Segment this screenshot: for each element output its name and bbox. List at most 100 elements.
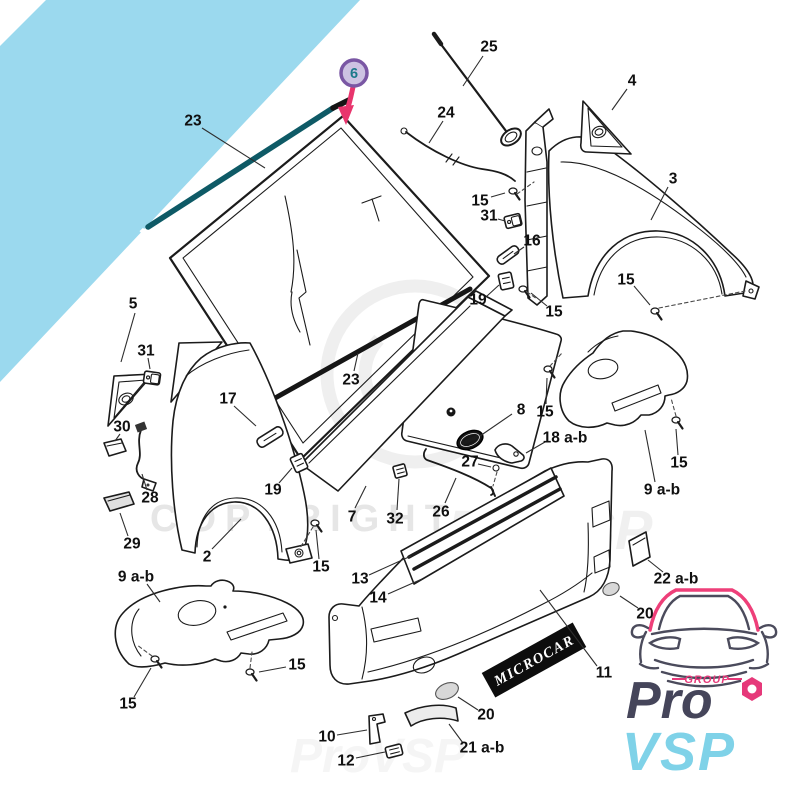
bracket-10-part: [368, 713, 386, 745]
marker-arrowhead-icon: [338, 105, 354, 125]
clip-19-right: [497, 271, 515, 291]
part-callout-15: 15: [536, 404, 554, 421]
callout-leader-10: [336, 729, 368, 736]
right-fender-part: [547, 136, 760, 300]
callout-leader-13: [368, 555, 412, 576]
callout-leader-15: [315, 529, 320, 560]
a-pillar-part: [524, 108, 554, 306]
callout-leader-20: [619, 595, 639, 609]
part-callout-22a-b: 22 a-b: [654, 571, 699, 588]
plug-20-right: [602, 581, 620, 597]
part-callout-15: 15: [288, 657, 306, 674]
callout-leader-25: [462, 55, 484, 87]
pin-part: [492, 464, 500, 472]
callout-leader-11: [539, 589, 598, 667]
callout-leader-32: [396, 478, 400, 511]
part-callout-29: 29: [123, 536, 141, 553]
hood-stay-parts: [422, 443, 525, 497]
clip-32: [392, 463, 408, 479]
cowl-panel-part: [300, 290, 513, 492]
part-callout-5: 5: [129, 296, 138, 313]
part-callout-15: 15: [471, 193, 489, 210]
callout-leader-15: [133, 667, 152, 698]
callout-leader-19: [486, 284, 500, 297]
part-callout-8: 8: [517, 402, 526, 419]
callout-leader-4: [611, 88, 628, 111]
part-callout-23: 23: [342, 372, 360, 389]
clip-31-left: [142, 370, 162, 386]
callout-leader-9a-b: [146, 583, 161, 603]
callout-leader-26: [444, 477, 457, 504]
part-callout-14: 14: [369, 590, 387, 607]
clip-31-right: [503, 212, 523, 230]
part-callout-32: 32: [386, 511, 403, 528]
line-art: MICROCAR: [103, 31, 760, 759]
part-callout-11: 11: [596, 665, 613, 682]
part-callout-2: 2: [203, 549, 212, 566]
teal-moulding-strip: [145, 105, 336, 230]
marker-circle: [339, 58, 369, 88]
left-arch-liner-part: [114, 579, 305, 668]
callout-leader-22a-b: [647, 559, 664, 573]
callout-leader-27: [477, 463, 492, 468]
left-fender-part: [170, 342, 313, 564]
callout-leader-29: [119, 512, 129, 537]
callout-leader-24: [428, 120, 444, 144]
callout-leader-17: [233, 405, 257, 427]
assembly-dash-lines: [136, 181, 746, 669]
part-callout-15: 15: [119, 696, 137, 713]
callout-leader-30: [114, 433, 121, 442]
part-callout-31: 31: [137, 343, 155, 360]
part-callout-21a-b: 21 a-b: [460, 740, 505, 757]
logo-pro-text: Pro: [626, 672, 713, 730]
callout-leader-5: [120, 312, 136, 363]
callout-leader-15: [490, 192, 506, 198]
callout-leader-8: [479, 413, 513, 437]
callout-leader-9a-b: [644, 429, 656, 483]
bracket-18-part: [494, 443, 525, 464]
cable-28-part: [134, 421, 157, 492]
callout-leader-15: [633, 285, 651, 306]
part-callout-15: 15: [545, 304, 563, 321]
part-callout-10: 10: [318, 729, 335, 746]
part-callout-19: 19: [264, 482, 282, 499]
part-callout-28: 28: [141, 490, 159, 507]
clip-17: [256, 426, 284, 448]
callout-leader-15: [675, 428, 679, 456]
callout-leader-2: [211, 518, 242, 550]
clip-19-left: [289, 452, 309, 474]
callout-leader-16: [513, 246, 525, 255]
callout-leader-15: [545, 377, 548, 405]
callout-leader-12: [355, 751, 386, 759]
part-callout-15: 15: [670, 455, 688, 472]
part-callout-9a-b: 9 a-b: [644, 482, 680, 499]
washer-hose-part: [400, 127, 516, 182]
clip-12: [384, 743, 404, 759]
part-callout-7: 7: [348, 509, 357, 526]
callout-leader-15: [530, 292, 548, 307]
right-mirror-triangle-part: [579, 100, 632, 155]
cap-30-part: [103, 438, 127, 457]
part-callout-9a-b: 9 a-b: [118, 569, 154, 586]
logo-vsp-text: VSP: [622, 722, 736, 782]
trim-22-part: [628, 531, 651, 567]
part-callout-30: 30: [113, 419, 130, 436]
callout-leader-23: [201, 127, 266, 169]
callout-leader-18a-b: [525, 441, 546, 454]
marker-number: 6: [350, 66, 358, 82]
callout-leader-20: [457, 696, 479, 711]
part-callout-12: 12: [337, 753, 354, 770]
callout-leader-3: [650, 186, 669, 221]
pad-29-part: [103, 491, 135, 512]
callout-leader-23: [353, 352, 359, 372]
site-banner: pro-piece-vsp.com: [0, 0, 360, 382]
part-callout-27: 27: [461, 454, 478, 471]
right-arch-liner-part: [559, 330, 689, 429]
part-callout-24: 24: [437, 105, 455, 122]
front-bumper-part: [328, 458, 613, 685]
part-callout-23: 23: [184, 113, 202, 130]
logo-hexagon-icon: [742, 677, 762, 701]
clip-16: [496, 245, 520, 265]
